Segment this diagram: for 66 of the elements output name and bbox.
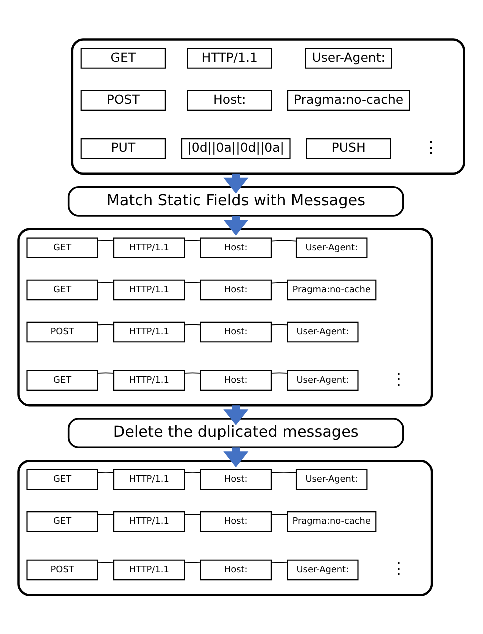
node-box: PUSH xyxy=(306,138,392,159)
node-box: Match Static Fields with Messages xyxy=(68,186,404,216)
connector xyxy=(271,514,288,515)
connector xyxy=(98,282,114,284)
node-box: PUT xyxy=(80,138,166,159)
connector xyxy=(271,324,288,326)
node-box: User-Agent: xyxy=(305,48,392,68)
node-box: User-Agent: xyxy=(287,321,359,342)
label: ⋮ xyxy=(390,558,407,578)
node-box: HTTP/1.1 xyxy=(113,511,186,532)
node-box: GET xyxy=(26,237,98,258)
connector xyxy=(184,282,201,284)
node-box: User-Agent: xyxy=(287,559,359,580)
node-box: HTTP/1.1 xyxy=(113,559,186,580)
connector xyxy=(184,240,201,241)
node-box: Host: xyxy=(200,511,272,532)
node-box: HTTP/1.1 xyxy=(113,237,186,258)
node-box: Host: xyxy=(200,468,272,490)
node-box: GET xyxy=(26,511,98,532)
connector xyxy=(271,562,288,564)
node-box: Host: xyxy=(200,559,272,580)
node-box: Pragma:no-cache xyxy=(287,279,377,300)
node-box: GET xyxy=(26,468,98,490)
connector xyxy=(98,240,114,241)
node-box: User-Agent: xyxy=(287,370,359,390)
node-box: HTTP/1.1 xyxy=(113,321,186,342)
node-box: GET xyxy=(80,48,166,68)
node-box: Host: xyxy=(200,370,272,390)
node-box: GET xyxy=(26,279,98,300)
node-box: HTTP/1.1 xyxy=(113,279,186,300)
connector xyxy=(184,562,201,564)
node-box: User-Agent: xyxy=(296,468,368,490)
connector xyxy=(98,324,114,326)
node-box: Pragma:no-cache xyxy=(287,511,377,532)
node-box: POST xyxy=(80,90,166,110)
node-box: HTTP/1.1 xyxy=(113,370,186,390)
connector xyxy=(271,240,297,242)
node-box: GET xyxy=(26,370,98,390)
node-box: Host: xyxy=(200,237,272,258)
connector xyxy=(184,514,201,515)
node-box: Host: xyxy=(200,279,272,300)
node-box: POST xyxy=(26,321,98,342)
connector xyxy=(98,372,114,374)
cluster xyxy=(18,228,434,406)
node-box: Host: xyxy=(187,90,272,110)
connector xyxy=(184,372,201,374)
node-box: User-Agent: xyxy=(296,237,368,258)
node-box: Pragma:no-cache xyxy=(287,90,410,110)
connector xyxy=(184,472,201,473)
label: ⋮ xyxy=(423,137,440,156)
cluster xyxy=(18,459,434,596)
connector xyxy=(271,282,288,284)
connector xyxy=(271,472,297,473)
node-box: POST xyxy=(26,559,98,580)
connector xyxy=(98,514,114,515)
node-box: Host: xyxy=(200,321,272,342)
connector xyxy=(98,472,114,473)
connector xyxy=(184,324,201,326)
node-box: HTTP/1.1 xyxy=(113,468,186,490)
node-box: |0d||0a||0d||0a| xyxy=(181,138,291,159)
node-box: HTTP/1.1 xyxy=(187,48,272,68)
label: ⋮ xyxy=(390,369,407,388)
connector xyxy=(271,372,288,374)
connector xyxy=(98,562,114,564)
node-box: Delete the duplicated messages xyxy=(68,418,404,448)
cluster xyxy=(71,38,466,175)
